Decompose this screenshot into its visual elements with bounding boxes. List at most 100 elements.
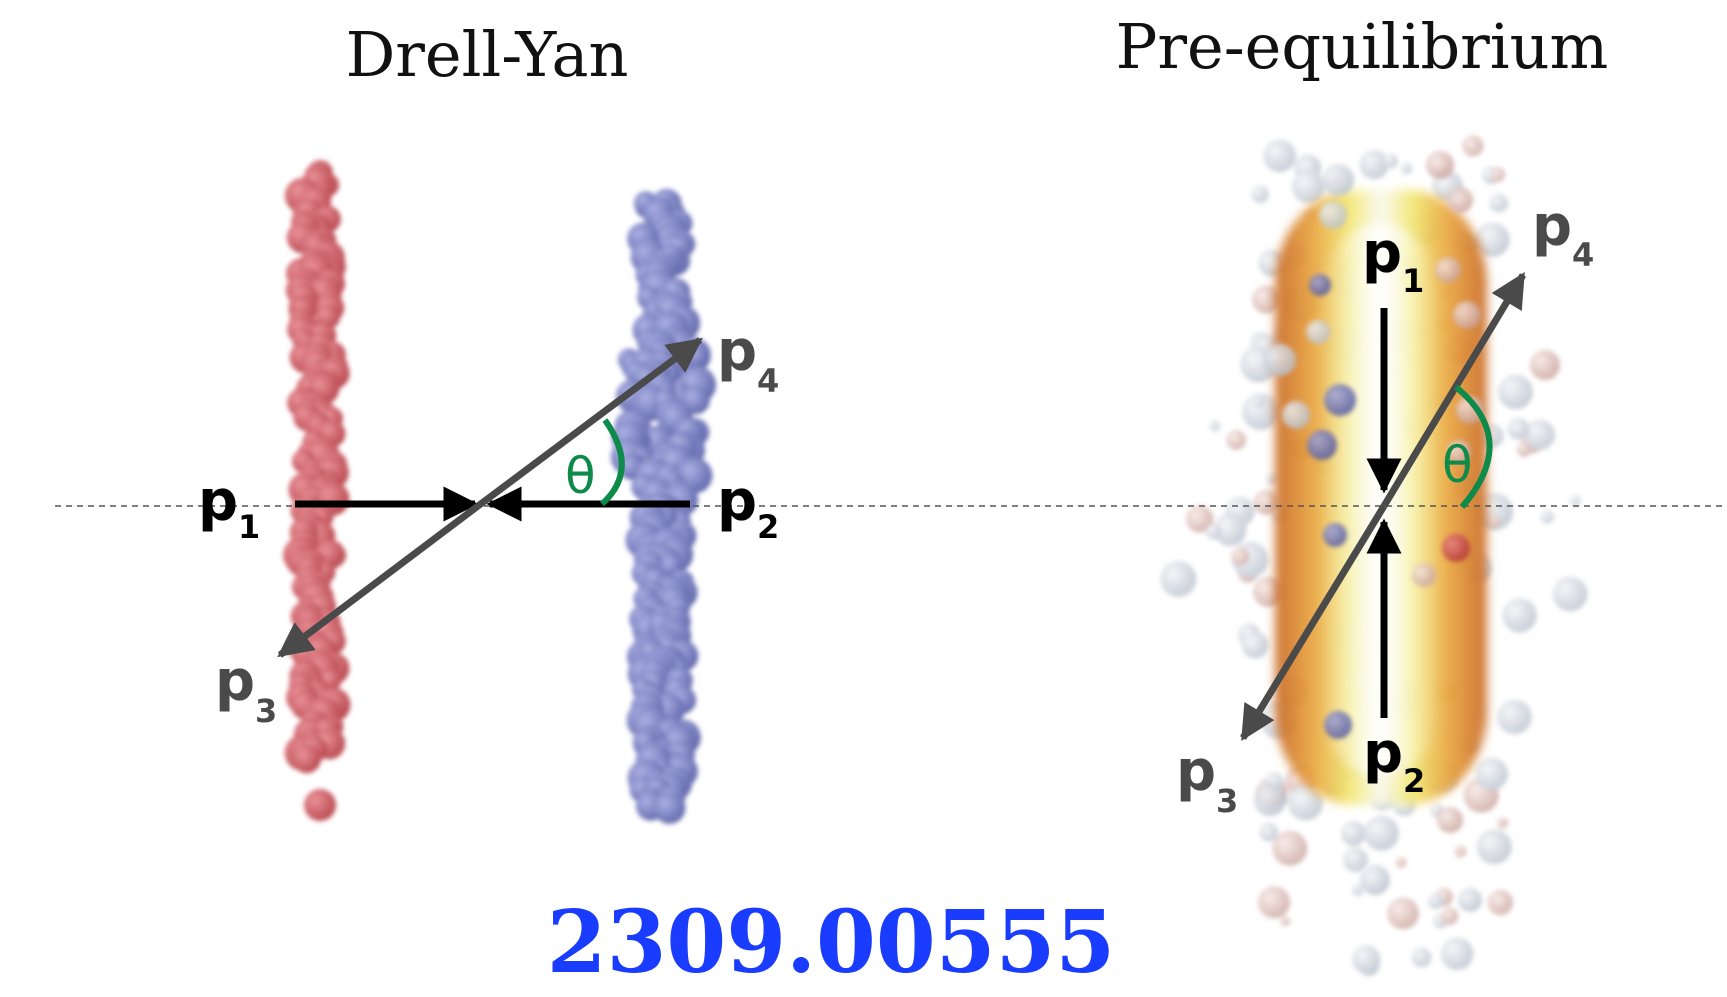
particle xyxy=(1253,490,1279,515)
svg-text:p: p xyxy=(717,469,757,534)
particle xyxy=(1206,524,1222,540)
svg-text:4: 4 xyxy=(1572,236,1594,274)
particle xyxy=(1292,170,1326,204)
particle xyxy=(1226,430,1246,450)
nucleon-red xyxy=(292,744,322,774)
particle xyxy=(1447,187,1473,213)
particle xyxy=(1524,419,1555,450)
label-p2-left: p 2 xyxy=(717,469,779,546)
label-p4-left: p 4 xyxy=(717,319,779,400)
particle xyxy=(1213,513,1247,547)
particle xyxy=(1453,301,1481,329)
particle xyxy=(1341,821,1366,846)
particle xyxy=(1264,344,1296,376)
particle xyxy=(1364,815,1399,851)
particle xyxy=(1322,164,1354,196)
svg-text:p: p xyxy=(1176,739,1216,804)
label-p3-right: p 3 xyxy=(1176,739,1238,820)
svg-text:p: p xyxy=(717,319,757,384)
arrow-p4-left xyxy=(475,337,703,509)
particle xyxy=(1272,830,1308,866)
particle xyxy=(1530,350,1560,380)
drell-yan-panel xyxy=(283,160,716,824)
particle xyxy=(1263,139,1296,173)
particle xyxy=(1498,374,1533,410)
particle xyxy=(1427,893,1444,909)
particle xyxy=(1254,784,1286,816)
particle xyxy=(1324,384,1356,416)
nucleus-left-red xyxy=(283,160,351,821)
particle xyxy=(1309,274,1331,296)
arrow-p4-right xyxy=(1381,272,1526,508)
particle xyxy=(1253,396,1265,408)
particle xyxy=(1569,495,1581,507)
label-p4-right: p 4 xyxy=(1532,194,1594,274)
particle xyxy=(1447,440,1471,464)
svg-text:3: 3 xyxy=(1216,782,1238,820)
label-p2-right: p 2 xyxy=(1363,721,1425,800)
particle xyxy=(1497,699,1532,734)
particle xyxy=(1437,807,1463,833)
particle xyxy=(1319,201,1347,229)
angle-theta-left: θ xyxy=(565,447,596,505)
particle xyxy=(1507,417,1530,440)
particle xyxy=(1231,547,1250,566)
particle xyxy=(1442,534,1470,562)
particle xyxy=(1343,847,1368,873)
svg-text:1: 1 xyxy=(238,508,260,546)
angle-arc-left xyxy=(599,418,625,507)
particle xyxy=(1552,576,1588,612)
arrow-p3-left xyxy=(277,503,481,658)
particle xyxy=(1458,888,1482,912)
svg-text:4: 4 xyxy=(757,362,779,400)
particle xyxy=(1435,257,1461,283)
particle xyxy=(1454,845,1467,858)
nucleon-blue xyxy=(653,792,686,824)
particle xyxy=(1360,865,1390,895)
particle xyxy=(1352,945,1381,974)
arrow-p3-right xyxy=(1240,504,1387,741)
particle xyxy=(1456,396,1484,424)
particle xyxy=(1306,320,1330,344)
particle xyxy=(1440,937,1474,970)
particle xyxy=(1359,150,1389,180)
arxiv-reference: 2309.00555 xyxy=(547,892,1116,993)
particle xyxy=(1241,631,1269,659)
particle xyxy=(1490,167,1506,182)
particle xyxy=(1426,151,1454,179)
particle xyxy=(1387,897,1419,930)
particle xyxy=(1324,711,1352,739)
nucleon-red xyxy=(304,789,336,821)
particle xyxy=(1400,162,1413,174)
angle-theta-right: θ xyxy=(1442,436,1473,494)
svg-text:p: p xyxy=(198,469,238,534)
particle xyxy=(1186,505,1214,533)
particle xyxy=(1395,857,1407,868)
particle xyxy=(1282,401,1310,429)
particle xyxy=(1258,886,1291,919)
label-p3-left: p 3 xyxy=(215,649,277,730)
particle xyxy=(1475,222,1510,257)
particle xyxy=(1209,420,1220,432)
particle xyxy=(1440,907,1459,925)
angle-arc-right xyxy=(1454,384,1493,509)
particle xyxy=(1489,193,1509,213)
particle xyxy=(1487,889,1513,916)
fireball xyxy=(1275,190,1487,805)
particle xyxy=(1307,430,1337,460)
svg-text:3: 3 xyxy=(255,692,277,730)
particle xyxy=(1412,563,1436,587)
svg-text:p: p xyxy=(1362,221,1402,286)
particle xyxy=(1475,757,1508,791)
particle xyxy=(1351,884,1364,896)
particle xyxy=(1280,916,1291,927)
particle xyxy=(1252,285,1280,314)
svg-text:1: 1 xyxy=(1402,262,1424,300)
svg-text:p: p xyxy=(1532,194,1572,259)
particle xyxy=(1160,560,1197,597)
svg-text:2: 2 xyxy=(1403,762,1425,800)
title-drell-yan: Drell-Yan xyxy=(346,18,629,91)
particle xyxy=(1259,822,1279,842)
particle xyxy=(1251,185,1269,203)
